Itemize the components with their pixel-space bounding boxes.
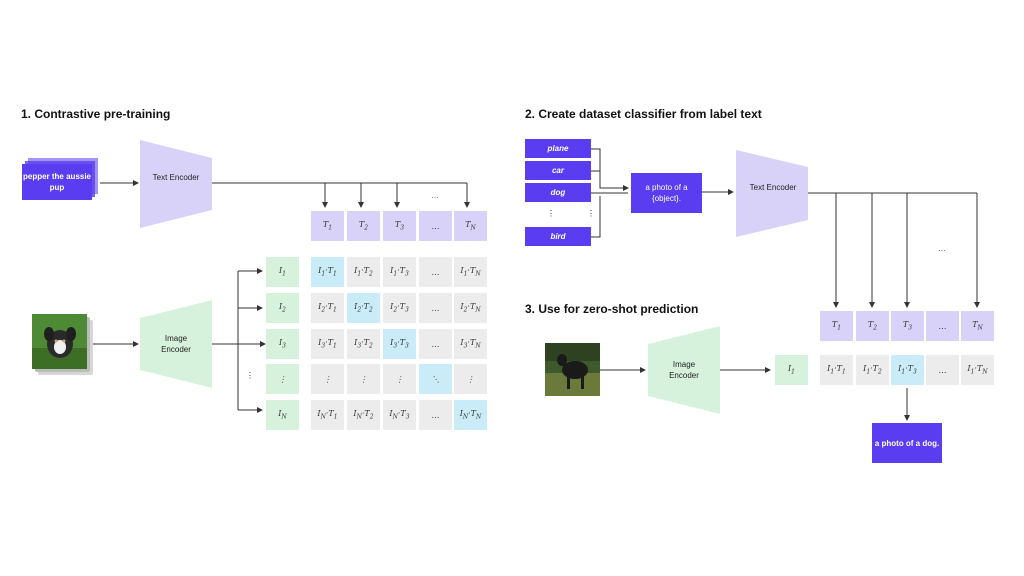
matrix-cell: ⋮ bbox=[454, 364, 487, 394]
matrix-cell: IN·T1 bbox=[311, 400, 344, 430]
text-card-stack-front bbox=[22, 164, 92, 200]
section-heading: 1. Contrastive pre-training bbox=[21, 107, 171, 121]
score-cell: … bbox=[926, 355, 959, 385]
matrix-cell: IN·T3 bbox=[383, 400, 416, 430]
i1-cell: I1 bbox=[266, 257, 299, 287]
matrix-cell: ⋮ bbox=[347, 364, 380, 394]
section-heading: 2. Create dataset classifier from label … bbox=[525, 107, 762, 121]
matrix-cell: I1·T3 bbox=[383, 257, 416, 287]
matrix-cell: ⋮ bbox=[383, 364, 416, 394]
image-encoder-label: Image Encoder bbox=[161, 334, 191, 354]
label-dog: dog bbox=[525, 183, 591, 202]
matrix-cell: I2·T2 bbox=[347, 293, 380, 323]
tn-cell: TN bbox=[454, 211, 487, 241]
matrix-cell: I3·T2 bbox=[347, 329, 380, 359]
i1-cell: I1 bbox=[775, 355, 808, 385]
image-encoder-shape bbox=[140, 300, 212, 388]
t1-cell: T1 bbox=[311, 211, 344, 241]
matrix-cell: … bbox=[419, 293, 452, 323]
t-ellipsis-cell: … bbox=[419, 211, 452, 241]
image-encoder-shape bbox=[648, 326, 720, 414]
t2-cell: T2 bbox=[856, 311, 889, 341]
tn-cell: TN bbox=[961, 311, 994, 341]
dog-photo-icon bbox=[32, 314, 87, 369]
matrix-cell: … bbox=[419, 257, 452, 287]
t2-cell: T2 bbox=[347, 211, 380, 241]
score-cell: I1·T2 bbox=[856, 355, 889, 385]
t3-cell: T3 bbox=[891, 311, 924, 341]
label-bird: bird bbox=[525, 227, 591, 246]
score-cell-highlighted: I1·T3 bbox=[891, 355, 924, 385]
matrix-cell: I3·TN bbox=[454, 329, 487, 359]
i3-cell: I3 bbox=[266, 329, 299, 359]
score-cell: I1·TN bbox=[961, 355, 994, 385]
matrix-cell: ⋱ bbox=[419, 364, 452, 394]
matrix-cell: I2·T1 bbox=[311, 293, 344, 323]
matrix-cell: I1·T2 bbox=[347, 257, 380, 287]
text-encoder-shape bbox=[140, 140, 212, 228]
in-cell: IN bbox=[266, 400, 299, 430]
t-ellipsis-label: … bbox=[938, 244, 946, 253]
matrix-cell: IN·T2 bbox=[347, 400, 380, 430]
matrix-cell: I3·T1 bbox=[311, 329, 344, 359]
t1-cell: T1 bbox=[820, 311, 853, 341]
prediction-result: a photo of a dog. bbox=[872, 423, 942, 463]
matrix-cell: I2·TN bbox=[454, 293, 487, 323]
i-ellipsis-label: ⋮ bbox=[246, 371, 254, 380]
t3-cell: T3 bbox=[383, 211, 416, 241]
matrix-cell: I1·T1 bbox=[311, 257, 344, 287]
i2-cell: I2 bbox=[266, 293, 299, 323]
dog-photo-icon bbox=[545, 343, 600, 396]
text-encoder-label: Text Encoder bbox=[152, 173, 200, 182]
t-ellipsis-cell: … bbox=[926, 311, 959, 341]
text-encoder-shape bbox=[736, 150, 808, 237]
score-cell: I1·T1 bbox=[820, 355, 853, 385]
matrix-cell: … bbox=[419, 400, 452, 430]
prompt-template: a photo of a {object}. bbox=[631, 173, 702, 213]
text-input-caption: pepper the aussie pup bbox=[22, 172, 92, 192]
label-plane: plane bbox=[525, 139, 591, 158]
matrix-cell: … bbox=[419, 329, 452, 359]
label-ellipsis: ⋮ bbox=[587, 209, 595, 218]
matrix-cell: I2·T3 bbox=[383, 293, 416, 323]
text-encoder-label: Text Encoder bbox=[749, 183, 797, 192]
matrix-cell: I1·TN bbox=[454, 257, 487, 287]
matrix-cell: IN·TN bbox=[454, 400, 487, 430]
matrix-cell: I3·T3 bbox=[383, 329, 416, 359]
label-car: car bbox=[525, 161, 591, 180]
t-ellipsis-label: … bbox=[431, 191, 439, 200]
i-ellipsis-cell: ⋮ bbox=[266, 364, 299, 394]
label-ellipsis: ⋮ bbox=[547, 209, 555, 218]
image-encoder-label: Image Encoder bbox=[669, 360, 699, 380]
matrix-cell: ⋮ bbox=[311, 364, 344, 394]
section-heading: 3. Use for zero-shot prediction bbox=[525, 302, 699, 316]
